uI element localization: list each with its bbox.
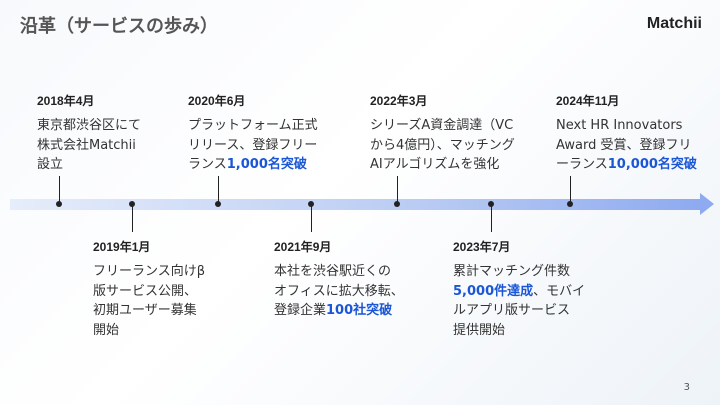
event-description-line: 5,000件達成、モバイ	[453, 282, 623, 302]
description-text: 、モバイ	[533, 283, 586, 299]
event-description-line: オフィスに拡大移転、	[274, 282, 444, 302]
description-text: Next HR Innovators	[556, 118, 683, 133]
description-text: 設立	[37, 157, 64, 172]
description-text: AIアルゴリズムを強化	[370, 157, 500, 172]
event-date: 2020年6月	[188, 94, 246, 108]
event-description-line: フリーランス向けβ	[93, 262, 263, 282]
event-description-line: プラットフォーム正式	[188, 116, 358, 136]
description-text: 本社を渋谷駅近くの	[274, 264, 392, 279]
timeline-event: 2021年9月本社を渋谷駅近くのオフィスに拡大移転、登録企業100社突破	[274, 238, 444, 321]
description-text: シリーズA資金調達（VC	[370, 118, 514, 133]
timeline-event: 2022年3月シリーズA資金調達（VC から4億円）、マッチング AIアルゴリズムを…	[370, 92, 540, 175]
event-date: 2023年7月	[453, 240, 511, 254]
event-date: 2022年3月	[370, 94, 428, 108]
description-text: 版サービス公開、	[93, 283, 198, 299]
event-date: 2018年4月	[37, 94, 95, 108]
description-text: 東京都渋谷区にて	[37, 118, 142, 133]
timeline-event: 2019年1月フリーランス向けβ 版サービス公開、初期ユーザー募集開始	[93, 238, 263, 340]
description-text: 初期ユーザー募集	[93, 303, 197, 318]
event-description-line: ランス1,000名突破	[188, 155, 358, 175]
event-date: 2024年11月	[556, 94, 620, 108]
timeline-connector	[59, 176, 60, 204]
description-text: プラットフォーム正式	[188, 118, 318, 133]
highlight-text: 1,000名突破	[226, 157, 307, 172]
timeline-connector	[218, 176, 219, 204]
description-text: 提供開始	[453, 322, 506, 338]
highlight-text: 5,000件達成	[453, 283, 534, 299]
description-text: 開始	[93, 322, 120, 338]
event-description-line: 累計マッチング件数	[453, 262, 623, 282]
timeline-connector	[311, 204, 312, 232]
event-date: 2021年9月	[274, 240, 332, 254]
event-description-line: 本社を渋谷駅近くの	[274, 262, 444, 282]
event-description-line: 開始	[93, 321, 263, 341]
event-date: 2019年1月	[93, 240, 151, 254]
description-text: 株式会社Matchii	[37, 137, 136, 153]
timeline-dot	[56, 201, 62, 207]
page-title: 沿革（サービスの歩み）	[20, 16, 218, 37]
timeline-dot	[394, 201, 400, 207]
description-text: フリーランス向けβ	[93, 264, 206, 279]
event-description-line: 初期ユーザー募集	[93, 301, 263, 321]
timeline-event: 2020年6月プラットフォーム正式リリース、登録フリーランス1,000名突破	[188, 92, 358, 175]
event-description-line: 東京都渋谷区にて	[37, 116, 207, 136]
event-description-line: ルアプリ版サービス	[453, 301, 623, 321]
timeline-arrow-bar	[10, 199, 702, 210]
description-text: リリース、登録フリー	[188, 137, 318, 153]
timeline-connector	[570, 176, 571, 204]
event-description-line: Award 受賞、登録フリ	[556, 136, 720, 156]
event-description-line: Next HR Innovators	[556, 116, 720, 136]
description-text: ーランス	[556, 157, 608, 172]
timeline-arrow-head-icon	[700, 193, 714, 215]
page-number: 3	[683, 382, 690, 393]
event-description-line: ーランス10,000名突破	[556, 155, 720, 175]
event-description-line: 提供開始	[453, 321, 623, 341]
event-description-line: AIアルゴリズムを強化	[370, 155, 540, 175]
highlight-text: 100社突破	[326, 303, 393, 318]
description-text: 累計マッチング件数	[453, 264, 571, 279]
timeline-event: 2018年4月東京都渋谷区にて株式会社Matchii 設立	[37, 92, 207, 175]
company-logo: Matchii	[646, 15, 702, 32]
event-description-line: 登録企業100社突破	[274, 301, 444, 321]
event-description-line: から4億円）、マッチング	[370, 136, 540, 156]
description-text: Award 受賞、登録フリ	[556, 137, 692, 153]
timeline-dot	[215, 201, 221, 207]
event-description-line: 株式会社Matchii	[37, 136, 207, 156]
highlight-text: 10,000名突破	[607, 157, 697, 172]
description-text: 登録企業	[274, 303, 327, 318]
event-description-line: 版サービス公開、	[93, 282, 263, 302]
event-description-line: 設立	[37, 155, 207, 175]
timeline-connector	[397, 176, 398, 204]
event-description-line: リリース、登録フリー	[188, 136, 358, 156]
timeline-dot	[567, 201, 573, 207]
description-text: ランス	[188, 157, 227, 172]
description-text: オフィスに拡大移転、	[274, 283, 404, 299]
event-description-line: シリーズA資金調達（VC	[370, 116, 540, 136]
timeline-connector	[132, 204, 133, 232]
timeline-connector	[491, 204, 492, 232]
description-text: ルアプリ版サービス	[453, 303, 571, 318]
description-text: から4億円）、マッチング	[370, 137, 515, 153]
